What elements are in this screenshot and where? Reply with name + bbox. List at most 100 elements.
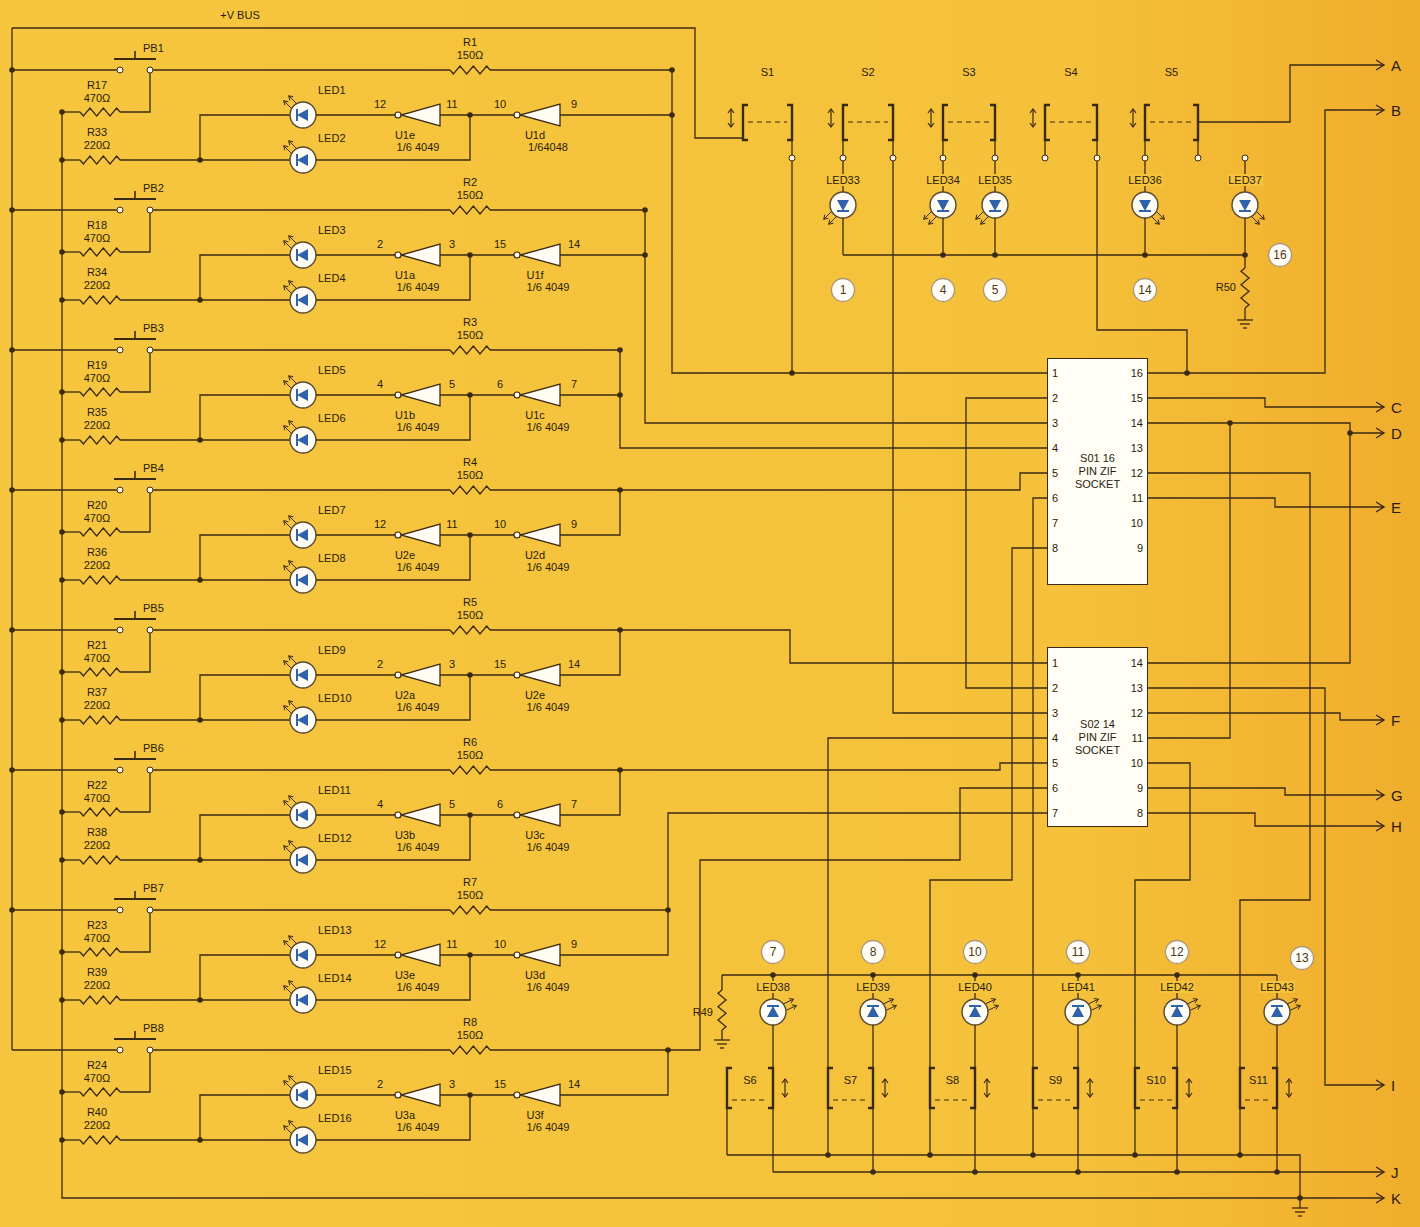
gate-label: U2d	[525, 549, 545, 561]
part-number: 1/6 4049	[397, 421, 440, 433]
led-body	[1164, 999, 1190, 1025]
resistor-symbol	[80, 576, 120, 584]
wire	[289, 516, 294, 521]
inverter-symbol	[401, 944, 440, 966]
wire	[316, 534, 395, 535]
resistor-symbol	[80, 1136, 120, 1144]
led-symbol	[1164, 999, 1190, 1025]
inverter-bubble	[395, 252, 401, 258]
wire	[289, 981, 294, 986]
wire	[284, 1126, 292, 1134]
led-diode	[969, 1006, 981, 1017]
junction-dot	[59, 809, 65, 815]
part-number: 1/6 4049	[527, 701, 570, 713]
wire	[289, 236, 294, 241]
switch-label: PB4	[143, 462, 164, 474]
wire	[1087, 1079, 1093, 1083]
inverter-symbol	[520, 664, 560, 686]
switch-label: S8	[946, 1074, 959, 1086]
led-diode	[297, 249, 308, 261]
led-symbol	[290, 942, 316, 968]
pin-number: 11	[1132, 492, 1143, 504]
resistor-symbol	[718, 990, 726, 1030]
terminal	[1142, 155, 1148, 161]
resistor-label: R36	[87, 546, 107, 558]
wire	[1193, 999, 1198, 1004]
resistor-value: 470Ω	[84, 932, 111, 944]
gate-label: U2e	[395, 549, 415, 561]
led-diode	[1271, 1006, 1283, 1017]
wire	[1193, 105, 1198, 140]
wire	[134, 191, 136, 199]
terminal	[117, 1047, 123, 1053]
wire	[12, 28, 743, 138]
wire	[289, 141, 297, 149]
pin-number: 10	[494, 518, 506, 530]
wire	[134, 891, 136, 899]
wire	[284, 101, 292, 109]
resistor-label: R38	[87, 826, 107, 838]
led-diode	[1171, 1006, 1183, 1017]
resistor-symbol	[450, 766, 490, 774]
wire	[782, 1093, 788, 1097]
wire	[842, 140, 843, 155]
wire	[722, 974, 1277, 975]
wire	[828, 1068, 833, 1108]
pin-number: 14	[1131, 417, 1143, 429]
pin-number: 8	[1052, 542, 1058, 554]
part-number: 1/6 4049	[527, 981, 570, 993]
junction-dot	[59, 997, 65, 1003]
led-body	[982, 192, 1008, 218]
pin-number: 1	[1052, 657, 1058, 669]
led-label: LED3	[318, 224, 346, 236]
inverter-bubble	[514, 812, 520, 818]
wire	[1148, 813, 1384, 826]
wire	[316, 954, 395, 955]
wire	[284, 381, 292, 389]
switch-label: S2	[861, 66, 874, 78]
wire	[12, 349, 117, 350]
gate-label: U2e	[525, 689, 545, 701]
junction-dot	[669, 67, 675, 73]
wire	[1148, 788, 1384, 795]
inverter-symbol	[401, 384, 440, 406]
wire	[1030, 109, 1036, 113]
wire	[828, 109, 834, 113]
wire	[134, 471, 136, 479]
callout-ring	[831, 278, 854, 301]
wire	[560, 770, 620, 815]
signal-name: D	[1391, 425, 1402, 442]
resistor-label: R35	[87, 406, 107, 418]
wire	[490, 1049, 668, 1050]
wire	[284, 706, 289, 711]
callout-number: 10	[968, 945, 981, 959]
led-diode	[297, 854, 308, 866]
pin-number: 9	[571, 518, 577, 530]
led-body	[290, 847, 316, 873]
led-body	[290, 382, 316, 408]
pin-number: 3	[1052, 707, 1058, 719]
callout-number: 7	[770, 945, 777, 959]
resistor-value: 470Ω	[84, 1072, 111, 1084]
wire	[1156, 212, 1164, 220]
part-number: 1/6 4049	[397, 1121, 440, 1133]
switch-label: PB5	[143, 602, 164, 614]
resistor-value: 220Ω	[84, 559, 111, 571]
wire	[120, 1139, 290, 1140]
switch-link	[1150, 121, 1193, 122]
inverter-symbol	[520, 944, 560, 966]
signal-name: E	[1391, 499, 1401, 516]
pin-number: 5	[449, 798, 455, 810]
led-label: LED39	[855, 981, 891, 993]
junction-dot	[9, 207, 15, 213]
gate-label: U3a	[395, 1109, 415, 1121]
pin-number: 10	[494, 938, 506, 950]
wire	[1376, 1193, 1384, 1203]
wire	[284, 986, 292, 994]
wire	[1299, 1198, 1300, 1208]
wire	[1077, 1108, 1078, 1172]
led-diode	[937, 200, 949, 211]
wire	[284, 426, 289, 431]
wire	[316, 394, 395, 395]
resistor-value: 470Ω	[84, 372, 111, 384]
